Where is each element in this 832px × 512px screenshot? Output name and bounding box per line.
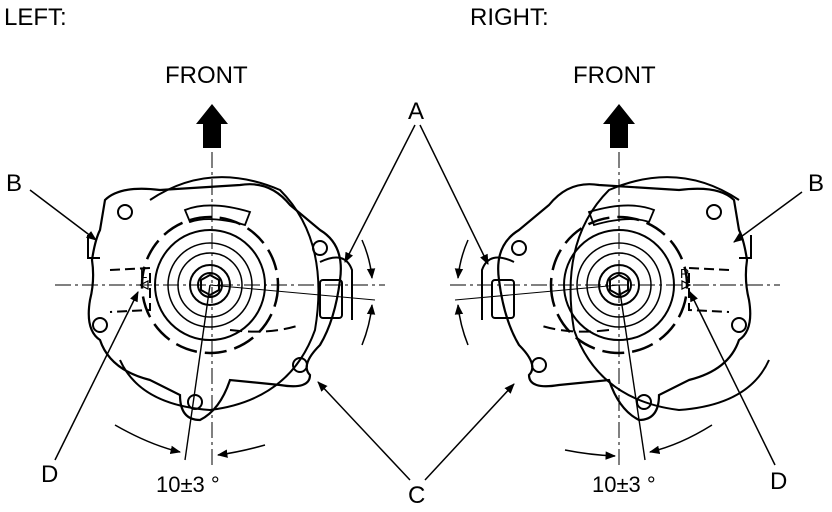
- callout-a-label: A: [408, 98, 425, 125]
- right-hub-r-mark: R: [680, 266, 689, 281]
- callout-d-right-label: D: [770, 468, 788, 495]
- right-front-arrow: [603, 104, 635, 148]
- callout-leaders: [29, 124, 803, 481]
- callout-d-left-label: D: [41, 461, 59, 488]
- right-angle-label: 10±3 °: [592, 472, 656, 497]
- left-side-label: LEFT:: [4, 4, 67, 31]
- left-centerlines: [55, 152, 385, 465]
- right-front-label: FRONT: [573, 62, 656, 89]
- left-hub-l-mark: L: [140, 266, 147, 281]
- callout-b-left-label: B: [6, 170, 23, 197]
- callout-b-right-label: B: [808, 170, 825, 197]
- right-side-label: RIGHT:: [470, 4, 549, 31]
- callout-c-label: C: [408, 482, 426, 509]
- left-front-label: FRONT: [165, 62, 248, 89]
- left-hub-triangle-mark: [138, 280, 149, 290]
- left-hub-assembly: [87, 176, 353, 422]
- angle-arrows: [114, 239, 713, 460]
- left-front-arrow: [196, 104, 228, 148]
- right-hub-assembly: [481, 176, 770, 422]
- left-angle-label: 10±3 °: [156, 472, 220, 497]
- right-centerlines: [450, 152, 780, 465]
- right-hub-triangle-mark: [681, 280, 692, 290]
